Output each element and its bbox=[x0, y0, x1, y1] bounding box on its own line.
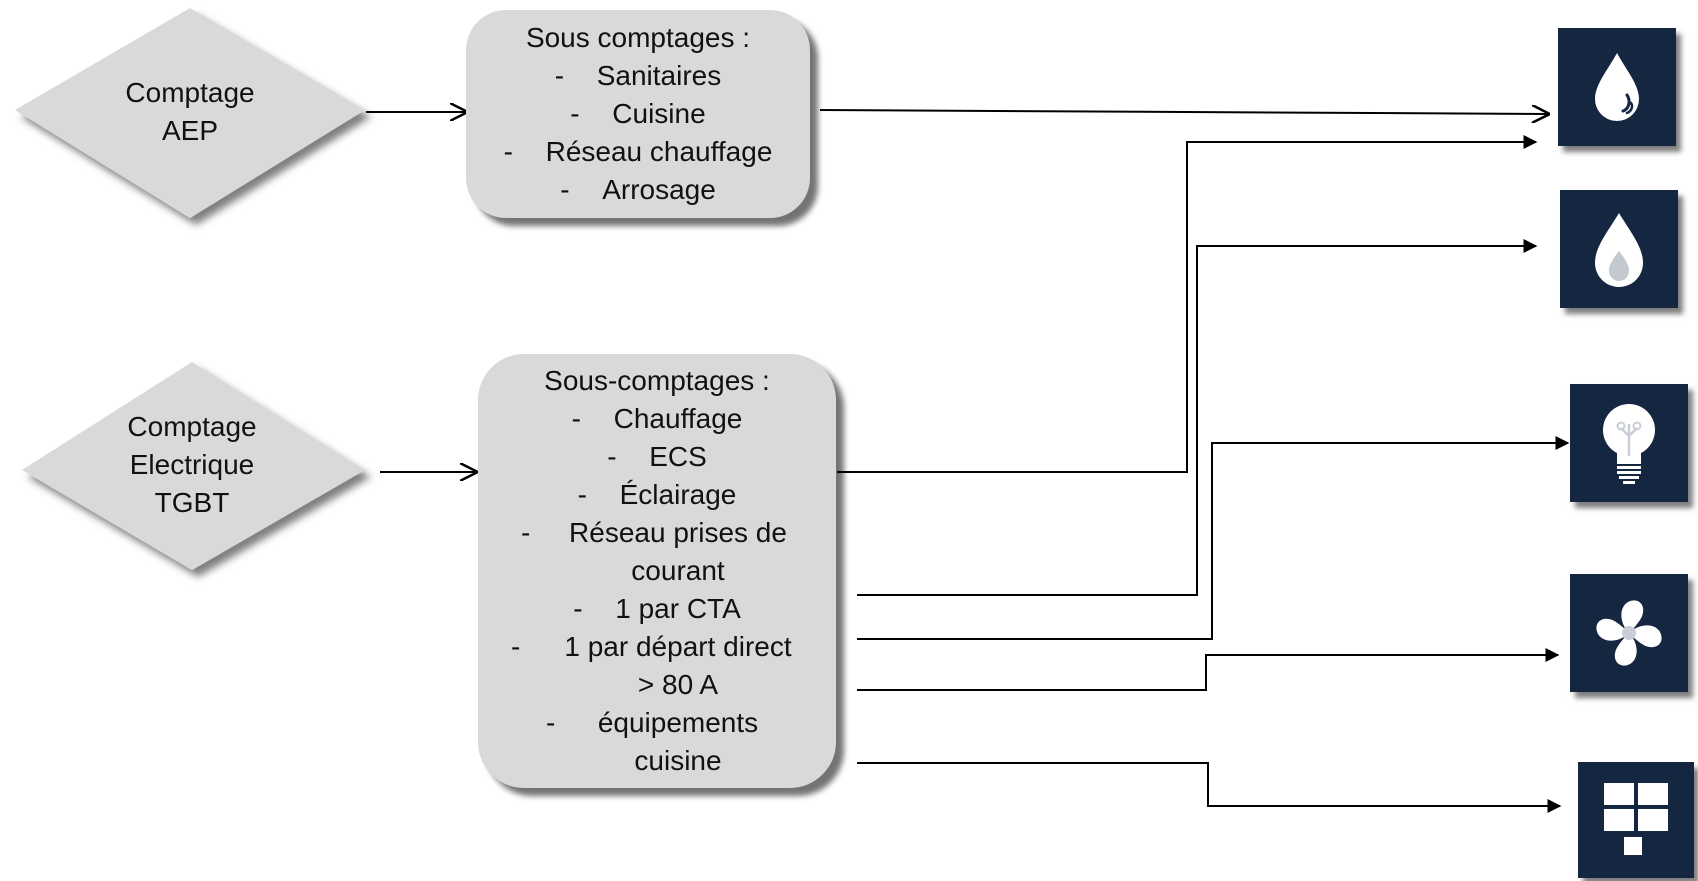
list-dash: - bbox=[560, 174, 570, 205]
water-tile bbox=[1558, 28, 1676, 146]
list-item: - Éclairage bbox=[578, 476, 737, 514]
other-equipment-tile bbox=[1578, 762, 1694, 878]
list-dash: - bbox=[546, 707, 556, 738]
list-item-text: Arrosage bbox=[602, 174, 716, 205]
list-dash: - bbox=[570, 98, 580, 129]
list-item-text: 1 par départ direct > 80 A bbox=[564, 631, 792, 700]
list-item-text: Réseau prises de courant bbox=[569, 517, 787, 586]
list-item: -Sanitaires bbox=[555, 57, 722, 95]
ecs-route bbox=[857, 239, 1538, 596]
list-item: - Réseau prises de courant bbox=[521, 514, 793, 590]
list-item-text: ECS bbox=[649, 441, 707, 472]
list-dash: - bbox=[573, 593, 583, 624]
list-item-text: Sanitaires bbox=[596, 60, 722, 91]
water-meter-label-line: Comptage bbox=[125, 77, 255, 108]
list-item: - ECS bbox=[607, 438, 707, 476]
light-bulb-icon bbox=[1603, 404, 1655, 484]
water-meter-label: Comptage AEP bbox=[90, 74, 290, 150]
list-dash: - bbox=[571, 403, 581, 434]
flame-icon bbox=[1595, 213, 1643, 287]
list-dash: - bbox=[554, 60, 565, 91]
water-drop-icon bbox=[1595, 53, 1639, 121]
ventilation-tile bbox=[1570, 574, 1688, 692]
electric-meter-label: Comptage Electrique TGBT bbox=[92, 408, 292, 522]
water-flow-line bbox=[819, 110, 1548, 114]
water-submeter-box: Sous comptages : -Sanitaires -Cuisine -R… bbox=[466, 10, 810, 218]
electric-submeter-title: Sous-comptages : bbox=[544, 365, 770, 396]
list-dash: - bbox=[511, 631, 521, 662]
electric-submeter-box: Sous-comptages : -Chauffage -ECS -Éclair… bbox=[478, 354, 836, 788]
list-item: - 1 par CTA bbox=[573, 590, 741, 628]
list-dash: - bbox=[607, 441, 617, 472]
list-dash: - bbox=[503, 136, 513, 167]
list-item-text: Réseau chauffage bbox=[545, 136, 773, 167]
heating-tile bbox=[1560, 190, 1678, 308]
electric-meter-diamond bbox=[22, 362, 365, 570]
list-item: - Cuisine bbox=[570, 95, 705, 133]
electric-meter-label-line: Comptage bbox=[127, 411, 257, 442]
list-item: - Arrosage bbox=[560, 171, 716, 209]
electric-meter-label-line: Electrique bbox=[129, 449, 255, 480]
cta-route bbox=[857, 648, 1560, 691]
list-item-text: Éclairage bbox=[619, 479, 737, 510]
list-item-text: équipements cuisine bbox=[597, 707, 759, 776]
list-dash: - bbox=[521, 517, 531, 548]
list-item-text: Cuisine bbox=[612, 98, 706, 129]
fan-icon bbox=[1596, 600, 1662, 666]
chauffage-route bbox=[837, 135, 1538, 473]
list-item-text: 1 par CTA bbox=[615, 593, 741, 624]
equipment-route bbox=[857, 762, 1562, 813]
list-item-text: Chauffage bbox=[613, 403, 743, 434]
eclairage-route bbox=[857, 436, 1570, 640]
grid-blocks-icon bbox=[1604, 783, 1668, 855]
list-item: - Chauffage bbox=[572, 400, 743, 438]
water-submeter-title: Sous comptages : bbox=[525, 22, 751, 53]
list-item: - Réseau chauffage bbox=[504, 133, 773, 171]
list-dash: - bbox=[577, 479, 587, 510]
water-meter-diamond bbox=[15, 8, 365, 218]
list-item: - 1 par départ direct > 80 A bbox=[511, 628, 803, 704]
water-meter-label-line: AEP bbox=[161, 115, 219, 146]
electric-meter-label-line: TGBT bbox=[154, 487, 230, 518]
list-item: - équipements cuisine bbox=[546, 704, 768, 780]
lighting-tile bbox=[1570, 384, 1688, 502]
